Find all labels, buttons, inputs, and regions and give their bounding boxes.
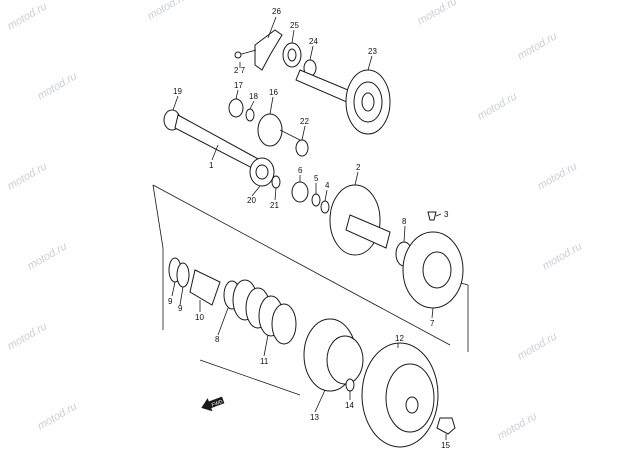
driven-pulley-assembly [168,181,464,448]
watermark: motod.ru [36,70,80,102]
part-label: 14 [345,401,354,410]
part-label: 16 [269,88,278,97]
part-label: 11 [260,357,269,366]
ring-part [311,193,321,207]
ring-part [245,108,255,122]
watermark: motod.ru [146,0,190,23]
part-label: 26 [272,7,281,16]
watermark: motod.ru [516,30,560,62]
watermark: motod.ru [416,0,460,28]
part-label: 5 [314,174,319,183]
watermark: motod.ru [36,400,80,432]
part-label: 15 [441,441,450,450]
ring-part [176,262,190,288]
ring-part [271,175,281,189]
gear-part [257,113,283,147]
bushing-part [291,181,309,203]
guide-part [189,269,221,306]
part-label: 3 [444,210,449,219]
watermark: motod.ru [516,330,560,362]
clip-part [320,200,330,214]
watermark: motod.ru [536,160,580,192]
part-label: 9 [168,297,173,306]
fwd-label: FWD [211,399,224,409]
drive-shaft-part [174,114,261,171]
part-label: 12 [395,334,404,343]
part-label: 2 [356,163,361,172]
part-label: 13 [310,413,319,422]
part-label: 17 [234,81,243,90]
part-labels: 26 25 24 23 2 7 17 18 16 19 22 1 2 6 5 4… [168,7,450,450]
sheave-boss-part [345,214,391,249]
assembly-outline [152,184,469,396]
part-label: 19 [173,87,182,96]
part-label: 22 [300,117,309,126]
watermark: motod.ru [541,240,585,272]
pin-part [427,211,437,221]
part-label: 1 [209,161,214,170]
nut-part [436,417,456,435]
spring-part [232,279,297,345]
bearing-part [228,98,244,118]
part-label: 8 [402,217,407,226]
part-label: 23 [368,47,377,56]
watermark: motod.ru [496,410,540,442]
watermark: motod.ru [26,240,70,272]
part-label: 9 [178,304,183,313]
part-label: 25 [290,21,299,30]
ring-part [295,139,309,157]
part-label: 7 [430,319,435,328]
part-label: 8 [215,335,220,344]
part-label: 4 [325,181,330,190]
watermark: motod.ru [476,90,520,122]
countershaft-assembly [163,29,391,189]
fwd-arrow-icon: FWD [201,396,225,412]
watermark: motod.ru [6,160,50,192]
watermark: motod.ru [6,0,50,32]
leader-lines [171,16,447,440]
part-label: 24 [309,37,318,46]
bracket-part [254,29,283,71]
part-label: 20 [247,196,256,205]
part-label: 10 [195,313,204,322]
part-label: 6 [298,166,303,175]
watermark: motod.ru [6,320,50,352]
part-label: 2 7 [234,66,246,75]
part-label: 18 [249,92,258,101]
washer-part [345,378,355,392]
part-label: 21 [270,201,279,210]
